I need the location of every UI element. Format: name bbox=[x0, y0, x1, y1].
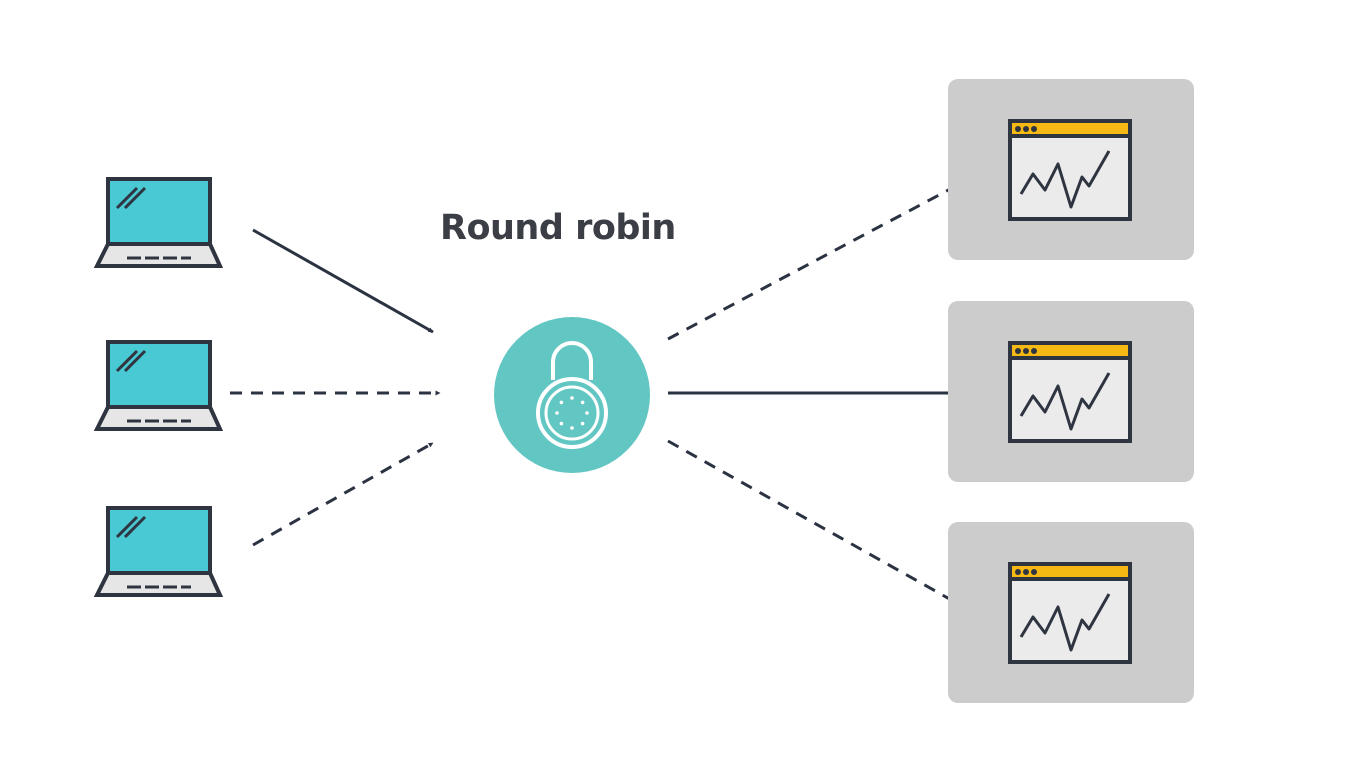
lock-icon bbox=[536, 341, 608, 449]
laptop-screen bbox=[106, 340, 212, 409]
laptop-base bbox=[93, 571, 224, 597]
arrow-client-1 bbox=[252, 228, 434, 334]
client-laptop-1 bbox=[93, 177, 224, 268]
client-laptop-3 bbox=[93, 506, 224, 597]
server-3 bbox=[948, 522, 1194, 703]
load-balancer bbox=[494, 317, 650, 473]
arrow-server-1 bbox=[667, 176, 972, 341]
laptop-screen bbox=[106, 177, 212, 246]
arrow-client-3 bbox=[252, 441, 434, 547]
dashboard-window-icon bbox=[1008, 562, 1132, 664]
dashboard-window-icon bbox=[1008, 341, 1132, 443]
dashboard-window-icon bbox=[1008, 119, 1132, 221]
laptop-screen bbox=[106, 506, 212, 575]
client-laptop-2 bbox=[93, 340, 224, 431]
laptop-base bbox=[93, 242, 224, 268]
server-1 bbox=[948, 79, 1194, 260]
server-2 bbox=[948, 301, 1194, 482]
laptop-base bbox=[93, 405, 224, 431]
arrow-server-3 bbox=[667, 439, 972, 613]
diagram-title: Round robin bbox=[440, 208, 676, 248]
